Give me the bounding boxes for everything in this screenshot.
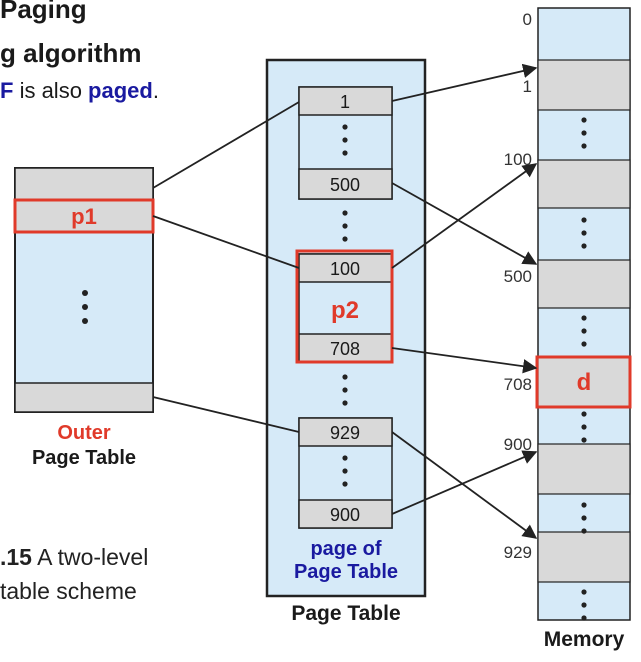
page-table-entry-1: 1 <box>340 92 350 112</box>
page-table-entry-500: 500 <box>330 175 360 195</box>
page-table-chunk-2 <box>298 253 393 363</box>
arrow-708-to-mem708 <box>391 347 538 374</box>
caption-text-1: A two-level <box>31 544 149 570</box>
arrow-900-to-mem900 <box>391 450 538 515</box>
p2-highlight <box>295 249 394 364</box>
figure-caption-line-1: .15 A two-level <box>0 544 148 571</box>
outer-to-chunk1-line <box>152 101 300 189</box>
dots-between-chunks <box>342 210 348 242</box>
subheading-bold: paged <box>88 78 153 103</box>
subheading-end: . <box>152 78 159 103</box>
p2-label: p2 <box>331 297 359 324</box>
memory-title: Memory <box>543 628 625 651</box>
page-table-chunk-3 <box>298 417 393 529</box>
arrow-1-to-mem1 <box>391 63 538 102</box>
memory-address-900: 900 <box>504 435 532 454</box>
heading-line-2: g algorithm <box>0 38 142 68</box>
memory-column <box>537 7 631 621</box>
d-label: d <box>577 369 592 396</box>
d-highlight <box>535 355 632 409</box>
heading-line-1: Paging <box>0 0 87 24</box>
page-table-title: Page Table <box>291 602 401 625</box>
outer-to-chunk3-line <box>152 396 300 433</box>
outer-to-chunk2-line <box>152 215 300 269</box>
figure-number: .15 <box>0 544 32 570</box>
arrow-500-to-mem500 <box>391 182 538 265</box>
p1-label: p1 <box>71 204 97 229</box>
outer-table-title-red: Outer <box>57 422 111 444</box>
memory-address-0: 0 <box>523 10 532 29</box>
subheading-prefix: F <box>0 78 14 103</box>
outer-page-table <box>14 167 154 413</box>
page-of-page-table-label-2: Page Table <box>293 561 399 583</box>
subheading: F is also paged. <box>0 78 159 104</box>
arrow-929-to-mem929 <box>391 431 538 539</box>
page-of-page-table-label-1: page of <box>310 538 382 560</box>
subheading-mid: is also <box>13 78 89 103</box>
memory-address-500: 500 <box>504 267 532 286</box>
page-table-entry-900: 900 <box>330 505 360 525</box>
page-table-entry-100: 100 <box>330 259 360 279</box>
dots-between-chunks-2 <box>342 374 348 406</box>
memory-address-929: 929 <box>504 543 532 562</box>
page-table-chunk-1 <box>298 86 393 200</box>
page-table-entry-708: 708 <box>330 339 360 359</box>
arrow-100-to-mem100 <box>391 163 538 269</box>
figure-caption-line-2: table scheme <box>0 578 137 604</box>
outer-table-title: Page Table <box>31 447 137 469</box>
connector-lines <box>152 63 538 539</box>
memory-address-1: 1 <box>523 77 532 96</box>
memory-address-708: 708 <box>504 375 532 394</box>
page-table-entry-929: 929 <box>330 423 360 443</box>
memory-address-100: 100 <box>504 150 532 169</box>
